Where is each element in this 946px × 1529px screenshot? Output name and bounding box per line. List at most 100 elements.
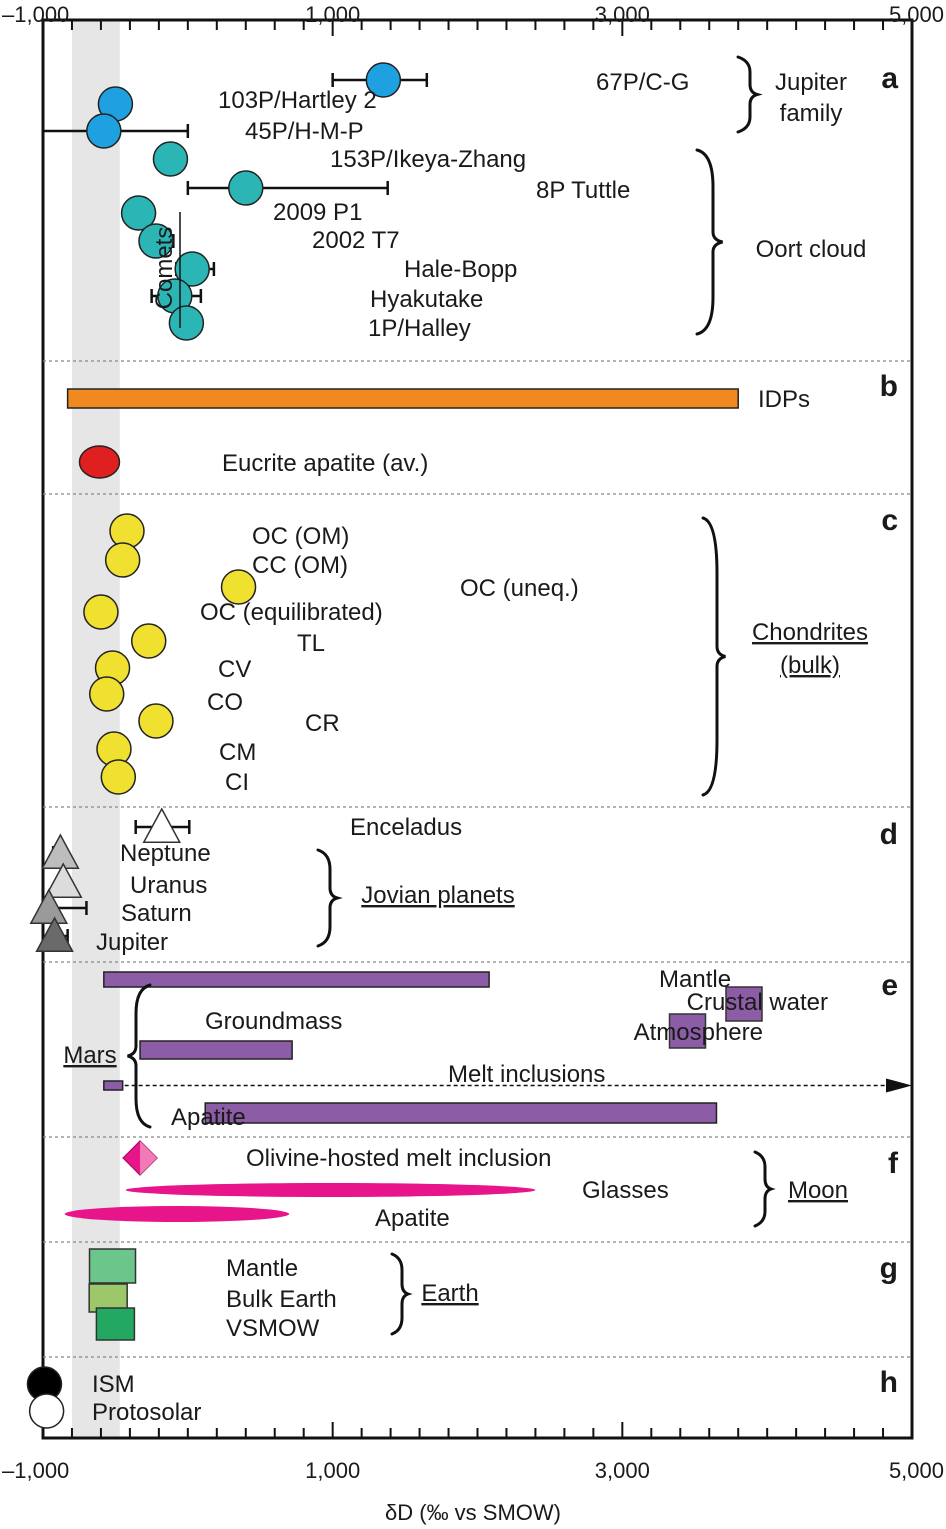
bar-apatite-label: Apatite [375,1205,450,1232]
point-cc-om [104,542,141,578]
bar-idps-label: IDPs [758,386,810,413]
x-tick-label-bottom: –1,000 [2,1458,69,1483]
comets-band-label: Comets [151,227,178,310]
point-crustal-water [725,986,763,1022]
point-ci-label: CI [225,769,249,796]
bar-groundmass-label: Groundmass [205,1008,342,1035]
group-chondrites-bulk-label-line: Chondrites [752,619,868,646]
group-jupiter-family-label-line: family [780,100,843,127]
point-co [88,676,125,712]
point-eucrite-apatite-av [78,445,121,479]
point-oc-equilibrated [83,594,119,630]
group-oort-cloud-brace [695,148,723,336]
point-cv-label: CV [218,656,251,683]
comets-band [71,20,120,1438]
bar-glasses-label: Glasses [582,1177,669,1204]
group-earth-label-line: Earth [421,1280,478,1307]
point-ism-label: ISM [92,1371,135,1398]
point-oc-equilibrated-label: OC (equilibrated) [200,599,383,626]
x-tick-label-top: 3,000 [595,2,650,27]
x-tick-label-top: 5,000 [889,2,944,27]
x-tick-label-top: –1,000 [2,2,69,27]
point-vsmow [95,1307,136,1341]
group-jovian-planets-label-line: Jovian planets [361,882,514,909]
point-153p-ikeya-zhang [152,141,189,177]
point-45p-h-m-p-label: 45P/H-M-P [245,118,364,145]
point-saturn-label: Saturn [121,900,192,927]
panel-letter-g: g [880,1252,898,1285]
point-cr [138,703,174,739]
bar-melt-inclusions [103,1080,124,1091]
x-axis-title: δD (‰ vs SMOW) [385,1500,561,1525]
point-protosolar [28,1393,65,1429]
group-jupiter-family-brace [736,55,763,134]
point-2009-p1 [120,195,157,231]
x-tick-label-bottom: 5,000 [889,1458,944,1483]
comets-band-layer [71,20,120,1438]
point-neptune-label: Neptune [120,840,211,867]
point-atmosphere [668,1013,707,1049]
point-tl-label: TL [297,630,325,657]
point-co-label: CO [207,689,243,716]
point-jupiter [35,916,74,953]
panel-letter-a: a [881,62,898,95]
x-tick-label-bottom: 3,000 [595,1458,650,1483]
group-jupiter-family-label-line: Jupiter [775,69,847,96]
point-vsmow-label: VSMOW [226,1315,320,1342]
bar-apatite-label: Apatite [171,1104,246,1131]
bar-melt-inclusions-label: Melt inclusions [448,1061,605,1088]
panel-letter-h: h [880,1366,898,1399]
point-olivine-hosted-melt-inclusion-label: Olivine-hosted melt inclusion [246,1145,551,1172]
point-uranus-label: Uranus [130,872,207,899]
group-moon-label-line: Moon [788,1177,848,1204]
point-67p-c-g-label: 67P/C-G [596,69,689,96]
point-8p-tuttle-label: 8P Tuttle [536,177,630,204]
x-tick-label-top: 1,000 [305,2,360,27]
point-eucrite-apatite-av-label: Eucrite apatite (av.) [222,450,428,477]
bar-glasses [125,1183,536,1197]
group-oort-cloud-label-line: Oort cloud [756,236,867,263]
point-1p-halley [168,305,205,341]
point-2002-t7 [138,223,174,259]
group-mars-label-line: Mars [63,1042,116,1069]
x-tick-label-bottom: 1,000 [305,1458,360,1483]
bar-mantle [103,971,490,988]
panel-letter-b: b [880,370,898,403]
group-chondrites-bulk-label-line: (bulk) [780,652,840,679]
group-mars-brace [127,983,152,1129]
panel-letter-e: e [881,969,898,1002]
group-chondrites-bulk-brace [701,516,726,797]
point-45p-h-m-p [86,113,122,149]
point-cr-label: CR [305,710,340,737]
point-bulk-earth-label: Bulk Earth [226,1286,337,1313]
panel-letter-f: f [888,1147,899,1180]
point-uranus [44,862,83,899]
point-2009-p1-label: 2009 P1 [273,199,362,226]
point-cc-om-label: CC (OM) [252,552,348,579]
point-protosolar-label: Protosolar [92,1399,201,1426]
plot-frame-layer [41,18,914,1440]
point-67p-c-g [365,62,402,98]
point-jupiter-label: Jupiter [96,929,168,956]
point-enceladus-label: Enceladus [350,814,462,841]
point-mantle-label: Mantle [226,1255,298,1282]
panel-letter-c: c [881,504,898,537]
point-mantle [88,1248,137,1284]
point-2002-t7-label: 2002 T7 [312,227,400,254]
bar-melt-inclusions-arrow-head [886,1078,912,1093]
point-saturn [29,888,69,925]
point-atmosphere-label: Atmosphere [634,1019,763,1046]
point-tl [130,623,167,659]
point-oc-om-label: OC (OM) [252,523,349,550]
point-cm-label: CM [219,739,256,766]
point-8p-tuttle [228,170,264,206]
group-moon-brace [753,1150,776,1228]
marks-layer [26,62,912,1429]
point-1p-halley-label: 1P/Halley [368,315,471,342]
bar-groundmass [139,1040,293,1060]
point-crustal-water-label: Crustal water [687,989,828,1016]
point-ci [100,759,137,795]
bar-mantle-label: Mantle [659,966,731,993]
